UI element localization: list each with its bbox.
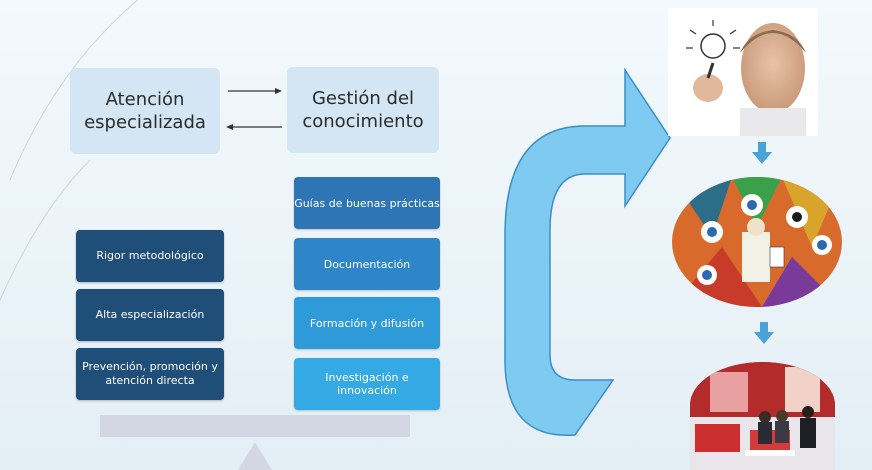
alta-especializacion-label: Alta especialización <box>95 308 205 321</box>
atencion-especializada-box: Atención especializada <box>70 68 220 154</box>
gestion-conocimiento-label: Gestión del conocimiento <box>302 88 424 132</box>
down-arrow-icon <box>752 142 772 164</box>
guias-buenas-practicas-label: Guías de buenas prácticas <box>294 196 440 210</box>
documentacion-box: Documentación <box>294 238 440 290</box>
rigor-metodologico-box: Rigor metodológico <box>76 230 224 282</box>
formacion-difusion-box: Formación y difusión <box>294 297 440 349</box>
man-with-lightbulb-photo <box>668 8 818 136</box>
investigacion-innovacion-box: Investigación e innovación <box>294 358 440 410</box>
down-arrow-icon <box>754 322 774 344</box>
balance-bar <box>100 415 410 437</box>
rigor-metodologico-label: Rigor metodológico <box>96 249 204 262</box>
formacion-difusion-label: Formación y difusión <box>309 316 425 330</box>
gestion-conocimiento-box: Gestión del conocimiento <box>287 67 439 153</box>
balance-pivot <box>238 442 272 470</box>
office-meeting-photo <box>690 362 835 470</box>
big-curved-arrow <box>504 67 671 436</box>
atencion-especializada-label: Atención especializada <box>84 89 206 133</box>
alta-especializacion-box: Alta especialización <box>76 289 224 341</box>
investigacion-innovacion-label: Investigación e innovación <box>325 371 409 397</box>
documentacion-label: Documentación <box>323 257 411 271</box>
prevencion-label: Prevención, promoción y atención directa <box>82 360 218 387</box>
prevencion-box: Prevención, promoción y atención directa <box>76 348 224 400</box>
collage-eyes-illustration <box>672 177 842 307</box>
exchange-arrows <box>226 88 282 130</box>
guias-buenas-practicas-box: Guías de buenas prácticas <box>294 177 440 229</box>
